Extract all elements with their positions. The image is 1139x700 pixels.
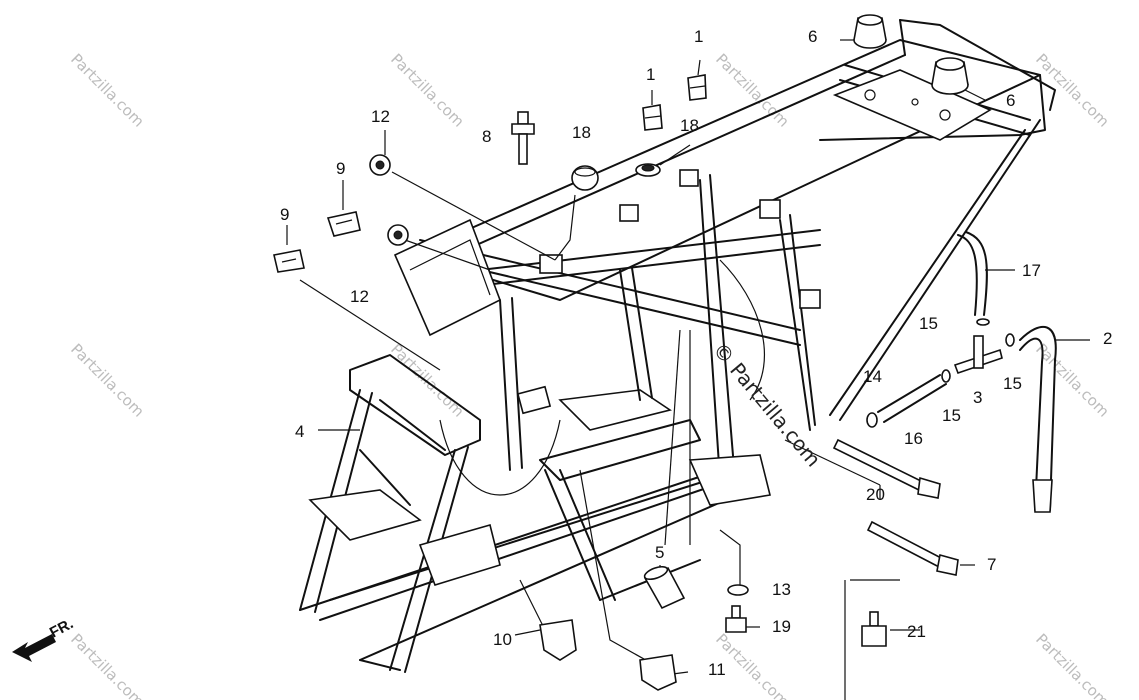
bolt-part-21 bbox=[861, 611, 887, 647]
grommet-part-18 bbox=[635, 163, 661, 177]
watermark: Partzilla.com bbox=[387, 50, 468, 131]
watermark: Partzilla.com bbox=[712, 50, 793, 131]
callout-labels: 1 1 6 6 12 8 18 18 9 9 12 17 15 2 14 3 1… bbox=[280, 27, 1112, 679]
bolt-part-7 bbox=[866, 520, 959, 576]
frame-body bbox=[299, 19, 1056, 673]
callout-label: 8 bbox=[482, 127, 491, 146]
clip-part-11 bbox=[639, 654, 677, 691]
callout-label: 14 bbox=[863, 367, 882, 386]
front-direction-indicator: FR. bbox=[12, 615, 76, 662]
watermark-layer: Partzilla.com Partzilla.com Partzilla.co… bbox=[67, 50, 1113, 700]
callout-label: 6 bbox=[808, 27, 817, 46]
callout-label: 17 bbox=[1022, 261, 1041, 280]
cap-part-18 bbox=[571, 165, 599, 191]
callout-label: 15 bbox=[942, 406, 961, 425]
bolt-part-19 bbox=[725, 605, 747, 633]
fitting-part-3 bbox=[953, 335, 1003, 375]
hose-part-17 bbox=[957, 231, 988, 316]
callout-label: 19 bbox=[772, 617, 791, 636]
callout-label: 11 bbox=[708, 660, 726, 679]
watermark: Partzilla.com bbox=[67, 50, 148, 131]
watermark: Partzilla.com bbox=[67, 340, 148, 421]
callout-label: 16 bbox=[904, 429, 923, 448]
bolt-part-8 bbox=[511, 111, 535, 165]
callout-label: 15 bbox=[919, 314, 938, 333]
loose-parts bbox=[273, 14, 1057, 691]
watermark: Partzilla.com bbox=[1032, 630, 1113, 700]
clamp-part-15 bbox=[976, 318, 990, 326]
callout-label: 3 bbox=[973, 388, 982, 407]
callout-label: 13 bbox=[772, 580, 791, 599]
callout-label: 12 bbox=[350, 287, 369, 306]
grommet-part-12 bbox=[387, 224, 409, 246]
grommet-part-6 bbox=[853, 14, 887, 49]
callout-label: 1 bbox=[694, 27, 703, 46]
callout-label: 12 bbox=[371, 107, 390, 126]
callout-label: 7 bbox=[987, 555, 996, 574]
watermark: Partzilla.com bbox=[387, 340, 468, 421]
grommet-part-6 bbox=[931, 57, 969, 95]
callout-label: 1 bbox=[646, 65, 655, 84]
callout-label: 9 bbox=[280, 205, 289, 224]
callout-label: 5 bbox=[655, 543, 664, 562]
clamp-part-14 bbox=[866, 412, 878, 428]
callout-label: 18 bbox=[572, 123, 591, 142]
callout-label: 6 bbox=[1006, 91, 1015, 110]
clamp-part-15 bbox=[1005, 333, 1015, 347]
leader-lines bbox=[286, 39, 1090, 700]
center-watermark: © Partzilla.com bbox=[708, 338, 826, 472]
callout-label: 15 bbox=[1003, 374, 1022, 393]
callout-label: 4 bbox=[295, 422, 304, 441]
clip-part-9 bbox=[326, 211, 361, 237]
callout-label: 2 bbox=[1103, 329, 1112, 348]
hose-part-2 bbox=[1019, 325, 1057, 513]
callout-label: 10 bbox=[493, 630, 512, 649]
clip-part-1 bbox=[687, 74, 707, 101]
collar-part-5 bbox=[643, 565, 686, 610]
watermark: Partzilla.com bbox=[1032, 340, 1113, 421]
washer-part-13 bbox=[727, 584, 749, 596]
callout-label: 21 bbox=[907, 622, 926, 641]
watermark: Partzilla.com bbox=[67, 630, 148, 700]
clamp-part-15 bbox=[941, 369, 951, 383]
bolt-part-20 bbox=[832, 438, 941, 499]
hose-part-16 bbox=[877, 374, 947, 423]
clip-part-9 bbox=[273, 249, 305, 273]
arrow-icon bbox=[12, 634, 56, 662]
clip-part-10 bbox=[539, 619, 577, 661]
clip-part-1 bbox=[642, 104, 663, 131]
callout-label: 20 bbox=[866, 485, 885, 504]
callout-label: 18 bbox=[680, 116, 699, 135]
grommet-part-12 bbox=[369, 154, 391, 176]
callout-label: 9 bbox=[336, 159, 345, 178]
